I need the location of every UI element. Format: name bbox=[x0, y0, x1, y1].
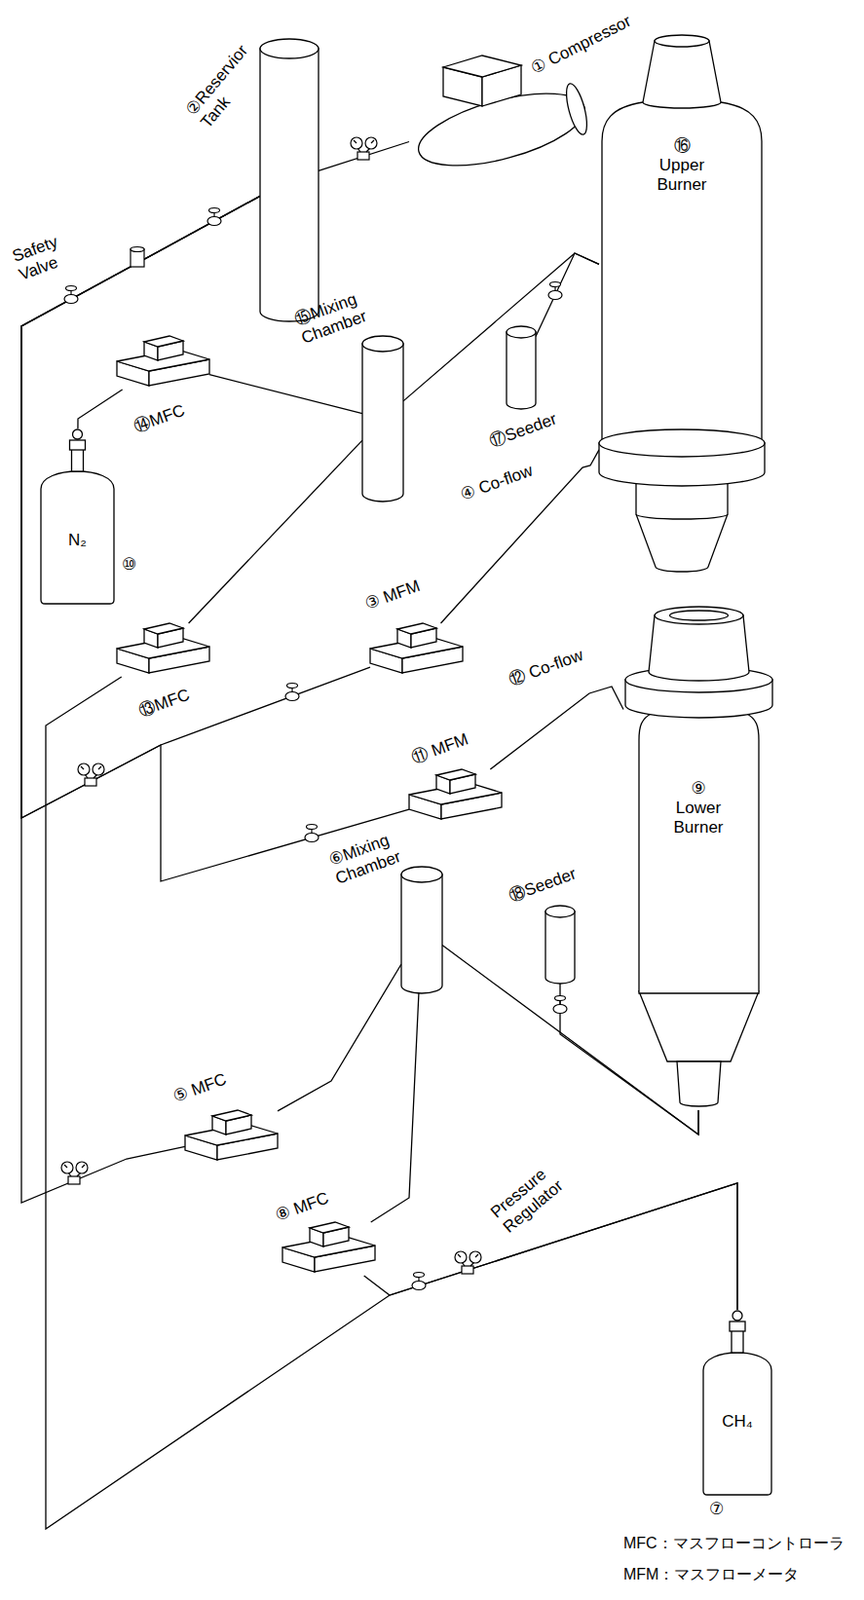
component-label: ⑩ bbox=[121, 555, 137, 575]
gas-pipe bbox=[21, 195, 410, 882]
label-frame: ⑤ MFC bbox=[170, 1070, 229, 1108]
gas-pipe bbox=[277, 964, 402, 1112]
abbreviation-note: MFC：マスフローコントローラ bbox=[623, 1534, 845, 1554]
burner-outline bbox=[599, 29, 765, 575]
component-label: ⑨ Lower Burner bbox=[666, 779, 731, 838]
label-frame: CH₄ bbox=[700, 1412, 775, 1432]
gas-pipe bbox=[403, 253, 600, 402]
label-frame: Pressure Regulator bbox=[487, 1152, 578, 1238]
label-frame: ⑩ bbox=[121, 555, 137, 575]
component-label: ① Compressor bbox=[527, 11, 635, 79]
gas-cylinder: N₂⑩ bbox=[40, 428, 114, 604]
particle-seeder: ⑱Seeder bbox=[545, 905, 575, 984]
mass-flow-controller: ⑭MFC bbox=[116, 336, 210, 390]
valve-symbol bbox=[207, 208, 222, 226]
valve-symbol bbox=[412, 1273, 426, 1291]
mass-flow-controller: ⑤ MFC bbox=[185, 1110, 278, 1165]
abbreviation-note: MFM：マスフローメータ bbox=[623, 1565, 799, 1585]
label-frame: ③ MFM bbox=[362, 576, 423, 615]
mixing-chamber-outline bbox=[401, 866, 443, 994]
valve-symbol bbox=[285, 683, 300, 702]
component-label: ⑯ Upper Burner bbox=[649, 136, 714, 195]
mixing-chamber-outline bbox=[362, 336, 404, 502]
pressure-regulator-symbol bbox=[454, 1251, 482, 1275]
gas-pipe bbox=[441, 450, 600, 624]
gas-pipe bbox=[21, 195, 261, 1203]
valve-symbol bbox=[304, 825, 319, 843]
mass-flow-meter-outline bbox=[409, 769, 502, 824]
component-label: ⑰Seeder bbox=[487, 409, 560, 451]
mass-flow-meter: ③ MFM bbox=[370, 623, 463, 677]
mixing-chamber: ⑥Mixing Chamber bbox=[401, 866, 443, 994]
particle-seeder: ⑰Seeder bbox=[506, 326, 536, 410]
component-label: ⑬MFC bbox=[136, 685, 192, 722]
particle-seeder-outline bbox=[545, 905, 575, 984]
label-frame: MFM：マスフローメータ bbox=[623, 1565, 799, 1585]
label-frame: MFC：マスフローコントローラ bbox=[623, 1534, 845, 1554]
label-frame: ⑱Seeder bbox=[506, 864, 579, 906]
compressor-outline bbox=[409, 53, 595, 171]
label-frame: ⑭MFC bbox=[131, 401, 188, 438]
gas-pipe bbox=[489, 686, 624, 770]
burner-outline bbox=[623, 603, 775, 1111]
label-frame: ⑯ Upper Burner bbox=[649, 136, 714, 195]
label-frame: ⑨ Lower Burner bbox=[666, 779, 731, 838]
pressure-switch-symbol bbox=[130, 247, 145, 268]
component-label: ⑪ MFM bbox=[409, 729, 472, 768]
label-frame: ⑧ MFC bbox=[272, 1189, 332, 1227]
gas-pipe bbox=[209, 375, 363, 414]
burner: ⑨ Lower Burner bbox=[623, 603, 775, 1111]
valve-label: Safety Valve bbox=[9, 225, 87, 286]
component-label: CH₄ bbox=[700, 1412, 775, 1432]
component-label: ⑤ MFC bbox=[170, 1070, 229, 1108]
mass-flow-controller-outline bbox=[116, 336, 210, 390]
part-label: ⑫ Co-flow bbox=[506, 645, 586, 691]
label-frame: ① Compressor bbox=[527, 11, 635, 79]
component-label: ③ MFM bbox=[362, 576, 423, 615]
label-frame: ⑰Seeder bbox=[487, 409, 560, 451]
reservoir-tank-outline bbox=[260, 38, 319, 322]
mixing-chamber: ⑮Mixing Chamber bbox=[362, 336, 404, 502]
label-frame: ⑪ MFM bbox=[409, 729, 472, 768]
valve-symbol bbox=[548, 282, 563, 301]
component-label: ⑭MFC bbox=[131, 401, 188, 438]
gas-pipe bbox=[188, 440, 363, 624]
mass-flow-meter-outline bbox=[370, 623, 463, 677]
part-label: ④ Co-flow bbox=[457, 460, 536, 505]
component-label: N₂ bbox=[37, 530, 117, 551]
gas-pipe bbox=[45, 676, 738, 1530]
gas-cylinder-outline bbox=[40, 428, 114, 604]
reservoir-tank: ②Reservior Tank bbox=[260, 38, 319, 322]
gas-pipe bbox=[371, 993, 419, 1223]
component-label: ⑧ MFC bbox=[272, 1189, 332, 1227]
component-label: ⑱Seeder bbox=[506, 864, 579, 906]
component-label: ⑦ bbox=[709, 1500, 724, 1520]
pressure-regulator-symbol bbox=[77, 763, 105, 787]
valve-symbol bbox=[553, 996, 567, 1015]
compressor: ① Compressor bbox=[409, 53, 595, 171]
mass-flow-controller: ⑬MFC bbox=[116, 623, 210, 677]
mass-flow-controller-outline bbox=[185, 1110, 278, 1165]
safety-valve-symbol bbox=[64, 286, 78, 304]
gas-pipe bbox=[318, 142, 410, 172]
burner: ⑯ Upper Burner bbox=[599, 29, 765, 575]
gas-cylinder: CH₄⑦ bbox=[703, 1310, 772, 1496]
pressure-regulator-symbol bbox=[61, 1162, 88, 1185]
mass-flow-meter: ⑪ MFM bbox=[409, 769, 502, 824]
pressure-regulator-symbol bbox=[350, 137, 377, 160]
gas-pipe bbox=[535, 253, 600, 337]
regulator-label: Pressure Regulator bbox=[487, 1152, 578, 1238]
mass-flow-controller-outline bbox=[116, 623, 210, 677]
label-frame: ⑬MFC bbox=[136, 685, 192, 722]
gas-pipe bbox=[77, 389, 123, 429]
gas-cylinder-outline bbox=[703, 1310, 772, 1496]
label-frame: ④ Co-flow bbox=[457, 460, 536, 505]
mass-flow-controller: ⑧ MFC bbox=[282, 1222, 376, 1277]
mass-flow-controller-outline bbox=[282, 1222, 376, 1277]
label-frame: ⑫ Co-flow bbox=[506, 645, 586, 691]
particle-seeder-outline bbox=[506, 326, 536, 410]
label-frame: N₂ bbox=[37, 530, 117, 551]
label-frame: Safety Valve bbox=[9, 225, 87, 286]
label-frame: ⑦ bbox=[709, 1500, 724, 1520]
